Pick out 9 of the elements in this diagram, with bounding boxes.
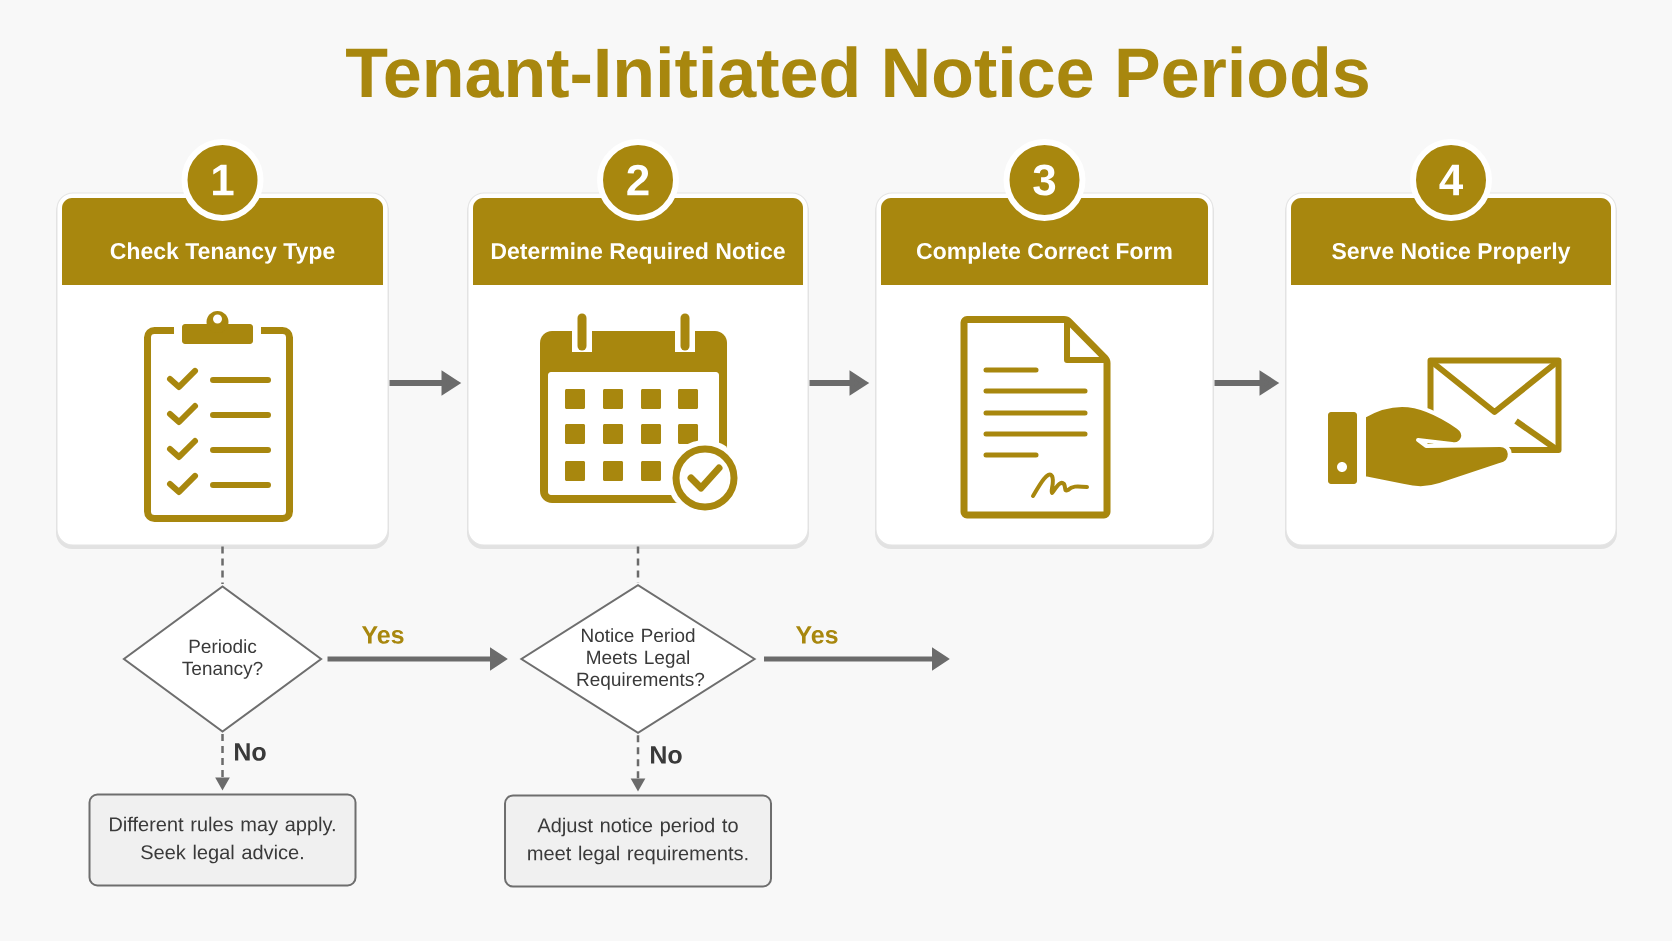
edge-label: No [647, 744, 685, 766]
title: Tenant-Initiated Notice Periods [346, 46, 1368, 98]
edge-label: Yes [793, 624, 841, 646]
edge-label: No [231, 741, 269, 763]
connector-line [636, 546, 640, 583]
outcome-box: Different rules may apply. Seek legal advice. [88, 793, 357, 887]
connector-line [221, 546, 224, 584]
edge-label: Yes [359, 624, 407, 646]
outcome-box: Adjust notice period to meet legal requirements. [504, 794, 772, 888]
